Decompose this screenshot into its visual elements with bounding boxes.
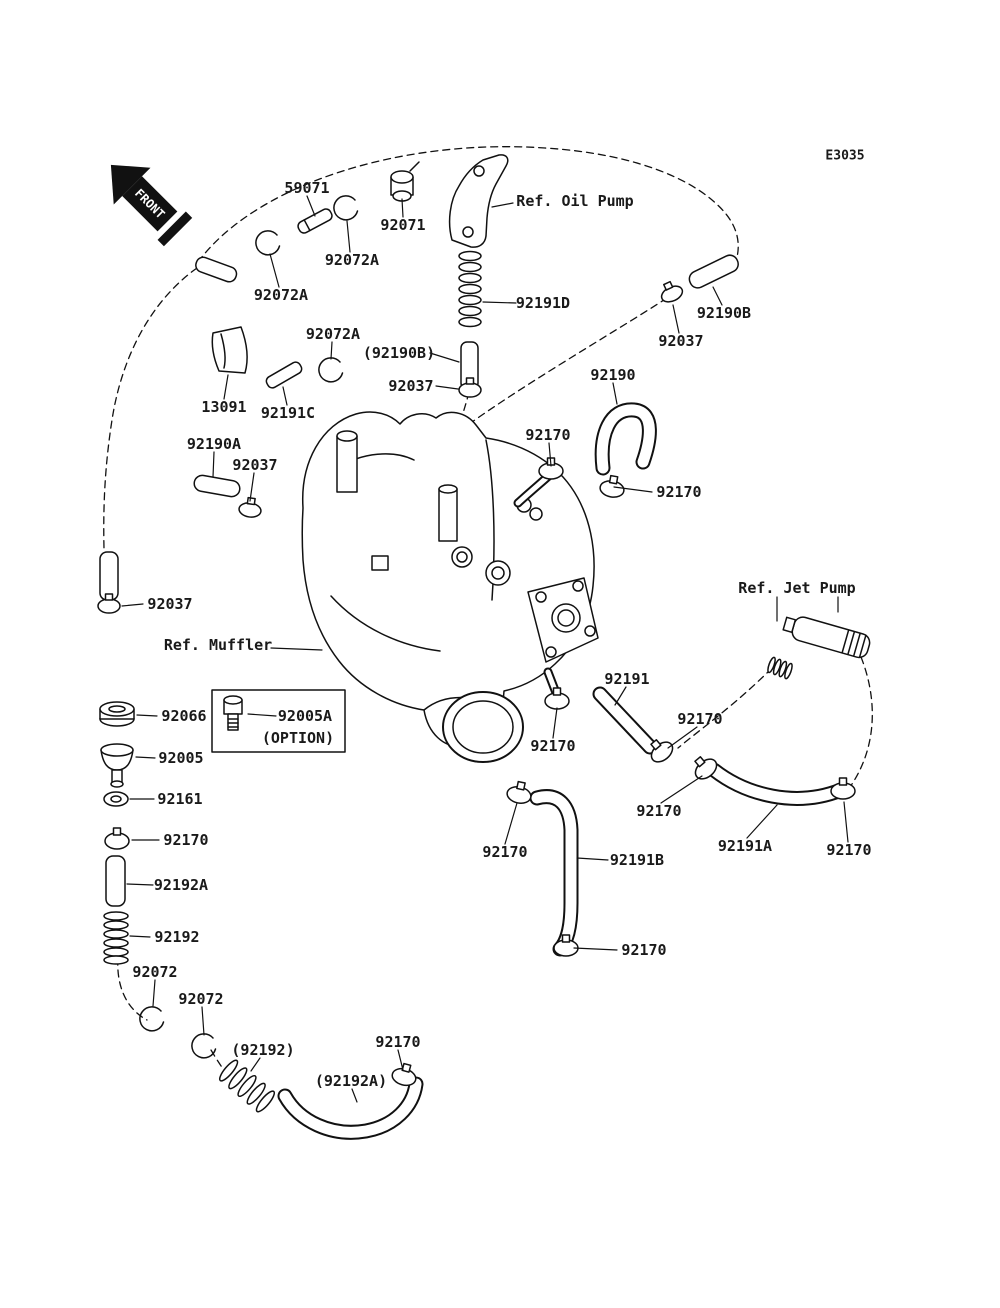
label-92037-1: 92037: [658, 332, 704, 350]
jet-pump-part: [782, 616, 871, 659]
clamp-92037: [97, 593, 121, 614]
clamp-92170: [650, 739, 674, 763]
label-92072-2: 92072: [178, 990, 224, 1008]
clamp-92170: [544, 687, 570, 710]
label-92190a: 92190A: [186, 435, 242, 453]
label-92191a: 92191A: [717, 837, 773, 855]
clip-92072a-1: [333, 195, 359, 221]
small-parts: [211, 154, 509, 389]
label-92037-2: 92037: [388, 377, 434, 395]
clamp-92170: [391, 1062, 417, 1087]
hoses: [99, 254, 849, 1140]
label-92192-paren: (92192): [231, 1041, 295, 1059]
tube-92190a: [193, 474, 241, 498]
circlips: [139, 195, 359, 1059]
clip-92072-1: [139, 1006, 165, 1032]
spring-92191d: [458, 250, 482, 328]
part-92005a: [223, 695, 243, 731]
clamp-92170: [104, 827, 130, 850]
label-92191: 92191: [604, 670, 650, 688]
part-92071-fitting: [390, 161, 420, 202]
clamps: [97, 280, 856, 1087]
part-92005-valve: [100, 743, 134, 788]
label-92191d: 92191D: [515, 294, 571, 312]
label-92005: 92005: [158, 749, 204, 767]
part-92161-washer: [103, 791, 129, 807]
page-code: E3035: [825, 148, 865, 164]
label-ref-muffler: Ref. Muffler: [163, 636, 273, 654]
spring-92192-bottom: [218, 1059, 276, 1113]
tube-left-vertical: [99, 551, 119, 601]
spring-jet-pump: [767, 656, 793, 680]
oil-pump-bracket: [448, 154, 509, 248]
outlet-flange: [527, 577, 599, 663]
label-92170-3: 92170: [163, 831, 209, 849]
tube-top-left: [195, 256, 238, 283]
clamp-92037: [238, 496, 262, 518]
label-92190: 92190: [590, 366, 636, 384]
left-parts-column: [99, 701, 135, 807]
clamp-92170: [599, 474, 625, 498]
label-92170-6: 92170: [636, 802, 682, 820]
clamp-92170: [694, 756, 718, 780]
label-92072-1: 92072: [132, 963, 178, 981]
part-59071-pin: [297, 208, 333, 234]
label-92170-5: 92170: [530, 737, 576, 755]
label-ref-jet-pump: Ref. Jet Pump: [738, 579, 856, 597]
option-box: [211, 689, 346, 753]
label-92170-4: 92170: [677, 710, 723, 728]
tube-92192a-left: [105, 855, 126, 907]
label-92005a: 92005A: [277, 707, 333, 725]
clamp-92170: [553, 934, 579, 957]
label-13091: 13091: [201, 398, 247, 416]
part-92191c-pin: [265, 361, 303, 389]
spring-92192: [103, 911, 129, 965]
intake-pipe-right: [438, 484, 458, 542]
label-92072a-2: 92072A: [253, 286, 309, 304]
clamp-92170: [506, 780, 532, 804]
label-92066: 92066: [161, 707, 207, 725]
tube-92190b: [688, 254, 739, 289]
label-92170-7: 92170: [482, 843, 528, 861]
label-92192: 92192: [154, 928, 200, 946]
label-92170-1: 92170: [525, 426, 571, 444]
label-92170-2: 92170: [656, 483, 702, 501]
label-92191c: 92191C: [260, 404, 316, 422]
front-arrow-icon: FRONT: [110, 164, 193, 247]
label-option: (OPTION): [261, 729, 335, 747]
label-92190b: 92190B: [696, 304, 752, 322]
clamp-92037: [660, 280, 684, 303]
label-59071: 59071: [284, 179, 330, 197]
hose-92192a-bottom: [277, 1076, 424, 1140]
label-92192a: 92192A: [153, 876, 209, 894]
label-92192a-paren: (92192A): [314, 1072, 388, 1090]
label-92072a-1: 92072A: [324, 251, 380, 269]
carb-fittings: [371, 497, 543, 586]
muffler-body: [301, 411, 599, 763]
label-92170-10: 92170: [375, 1033, 421, 1051]
leader-lines: [121, 195, 849, 1103]
label-92170-8: 92170: [826, 841, 872, 859]
part-13091-wedge: [211, 326, 248, 374]
label-92161: 92161: [157, 790, 203, 808]
clip-92072-2: [191, 1033, 217, 1059]
label-92071: 92071: [380, 216, 426, 234]
clip-92072a-2: [255, 230, 281, 256]
label-ref-oil-pump: Ref. Oil Pump: [516, 192, 634, 210]
springs: [103, 250, 793, 1113]
muffler-port: [442, 691, 524, 763]
clip-92072a-3: [318, 357, 344, 383]
label-92190b-paren: (92190B): [362, 344, 436, 362]
clamp-92037: [458, 377, 482, 398]
label-92072a-3: 92072A: [305, 325, 361, 343]
label-92170-9: 92170: [621, 941, 667, 959]
clamp-92170: [830, 777, 856, 800]
intake-pipe-left: [336, 430, 358, 493]
label-92191b: 92191B: [609, 851, 665, 869]
label-92037-4: 92037: [147, 595, 193, 613]
label-92037-3: 92037: [232, 456, 278, 474]
part-92066-cap: [99, 701, 135, 727]
